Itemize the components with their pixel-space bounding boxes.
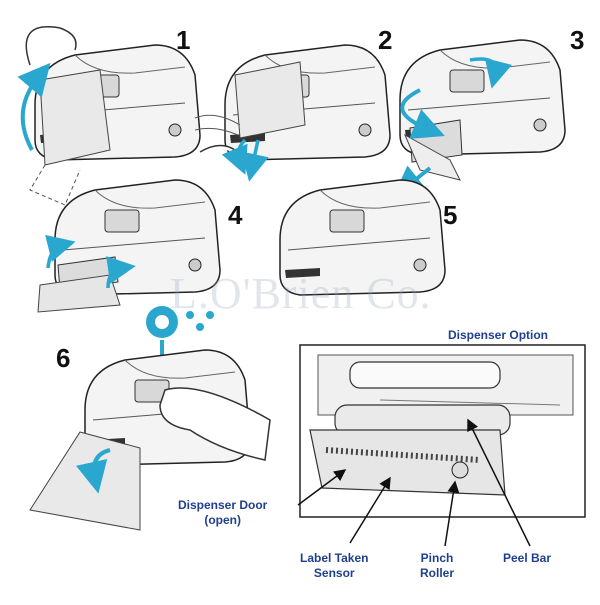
- label-pinch-roller-line-1: Pinch: [420, 551, 454, 565]
- curved-arrow-icon: [17, 62, 51, 151]
- label-label-taken-sensor: Label Taken Sensor: [300, 551, 368, 581]
- hand-icon: [25, 26, 77, 66]
- step-1-printer: [17, 26, 201, 206]
- step-4-printer: [37, 179, 221, 313]
- label-pinch-roller-line-2: Roller: [420, 566, 455, 580]
- label-dispenser-door: Dispenser Door (open): [178, 498, 267, 528]
- label-dispenser-door-line-1: Dispenser Door: [178, 498, 268, 512]
- dispenser-inset: [299, 344, 586, 518]
- step-number-2: 2: [378, 25, 393, 55]
- step-number-4: 4: [228, 200, 243, 230]
- label-pinch-roller: Pinch Roller: [420, 551, 454, 581]
- watermark: L.O'Brien Co.: [170, 269, 432, 318]
- step-number-5: 5: [443, 200, 458, 230]
- step-number-3: 3: [570, 25, 585, 55]
- leader-label-taken-sensor: [349, 476, 391, 544]
- step-6-printer: [29, 349, 271, 531]
- hand-icon: [159, 387, 271, 461]
- label-label-taken-sensor-line-2: Sensor: [313, 566, 355, 580]
- inset-title: Dispenser Option: [448, 328, 549, 342]
- step-number-1: 1: [176, 25, 191, 55]
- label-label-taken-sensor-line-1: Label Taken: [300, 551, 369, 565]
- step-number-6: 6: [56, 343, 71, 373]
- label-peel-bar: Peel Bar: [503, 551, 551, 566]
- leader-peel-bar: [467, 418, 531, 547]
- leader-pinch-roller: [444, 480, 460, 547]
- step-3-printer: [392, 39, 566, 198]
- feed-button-icon: [146, 306, 214, 394]
- step-2-printer: [194, 44, 391, 182]
- label-peel-bar-line-1: Peel Bar: [503, 551, 552, 565]
- label-dispenser-door-line-2: (open): [204, 513, 241, 527]
- leader-dispenser-door: [297, 469, 347, 506]
